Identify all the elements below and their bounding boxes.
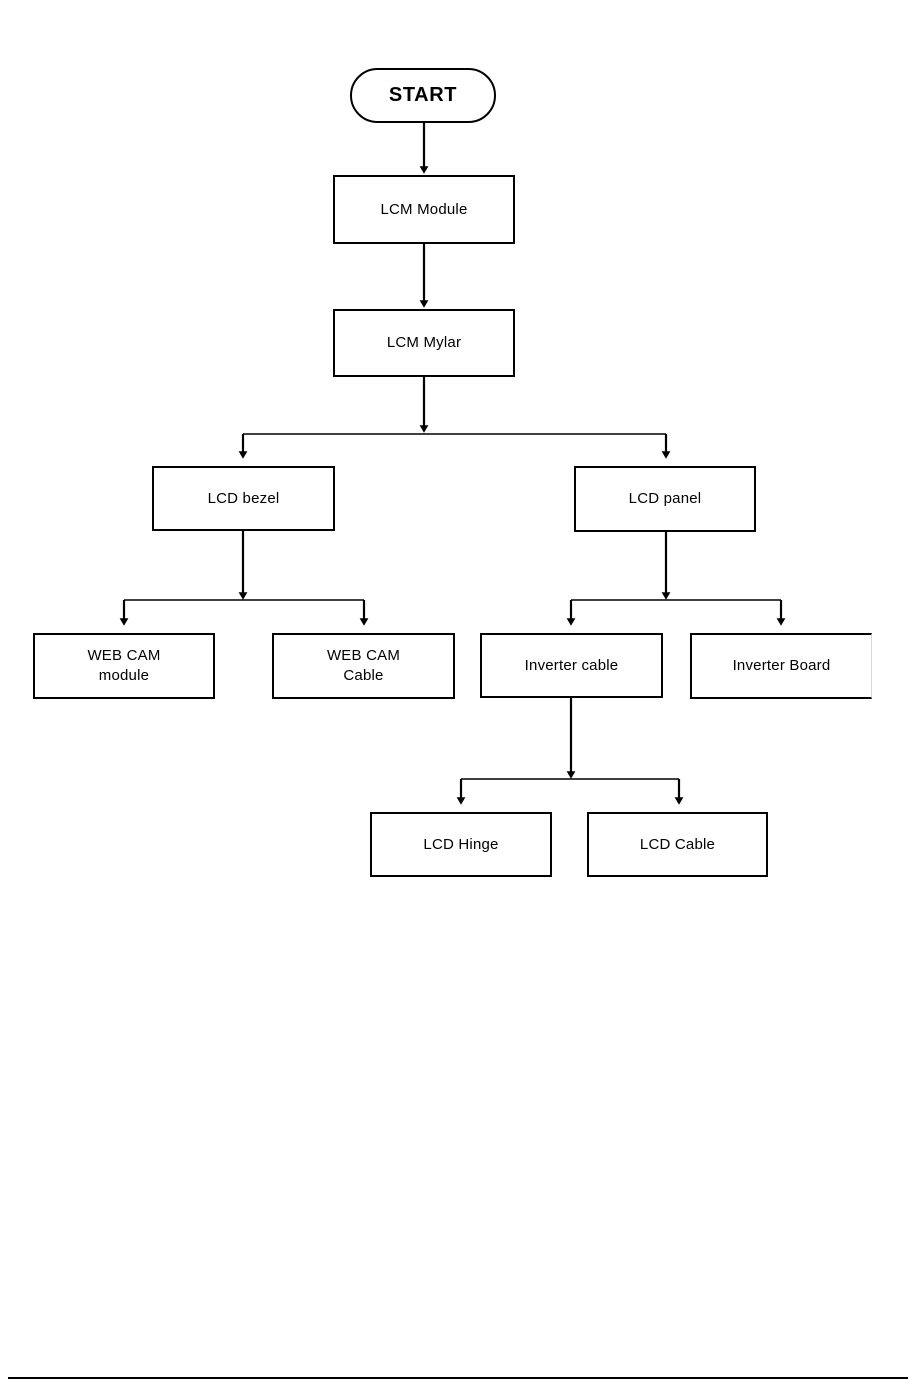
node-lcm-module[interactable]: LCM Module — [333, 175, 515, 244]
node-web-cam-module[interactable]: WEB CAM module — [33, 633, 215, 699]
node-start-label: START — [388, 84, 458, 107]
node-lcd-panel-label: LCD panel — [628, 490, 702, 508]
split-lcd-panel — [566, 599, 786, 626]
node-lcd-hinge-label: LCD Hinge — [423, 835, 499, 853]
node-web-cam-module-label: WEB CAM module — [87, 647, 161, 684]
node-lcm-mylar-label: LCM Mylar — [386, 334, 462, 352]
split-lcd-bezel — [119, 599, 369, 626]
node-lcd-panel[interactable]: LCD panel — [574, 466, 756, 532]
node-lcd-cable[interactable]: LCD Cable — [587, 812, 768, 877]
node-web-cam-cable-label: WEB CAM Cable — [326, 647, 401, 684]
node-inverter-board-label: Inverter Board — [732, 657, 831, 675]
split-lcm-mylar — [238, 433, 671, 459]
node-lcd-bezel-label: LCD bezel — [207, 489, 280, 507]
node-lcd-cable-label: LCD Cable — [639, 835, 716, 853]
footer-divider — [8, 1377, 908, 1379]
split-inverter-cable — [456, 778, 684, 805]
node-lcd-hinge[interactable]: LCD Hinge — [370, 812, 552, 877]
node-lcd-bezel[interactable]: LCD bezel — [152, 466, 335, 531]
node-lcm-mylar[interactable]: LCM Mylar — [333, 309, 515, 377]
node-inverter-cable-label: Inverter cable — [524, 656, 619, 674]
node-inverter-board[interactable]: Inverter Board — [690, 633, 872, 699]
node-inverter-cable[interactable]: Inverter cable — [480, 633, 663, 698]
node-start[interactable]: START — [350, 68, 496, 123]
node-lcm-module-label: LCM Module — [380, 200, 468, 218]
node-web-cam-cable[interactable]: WEB CAM Cable — [272, 633, 455, 699]
